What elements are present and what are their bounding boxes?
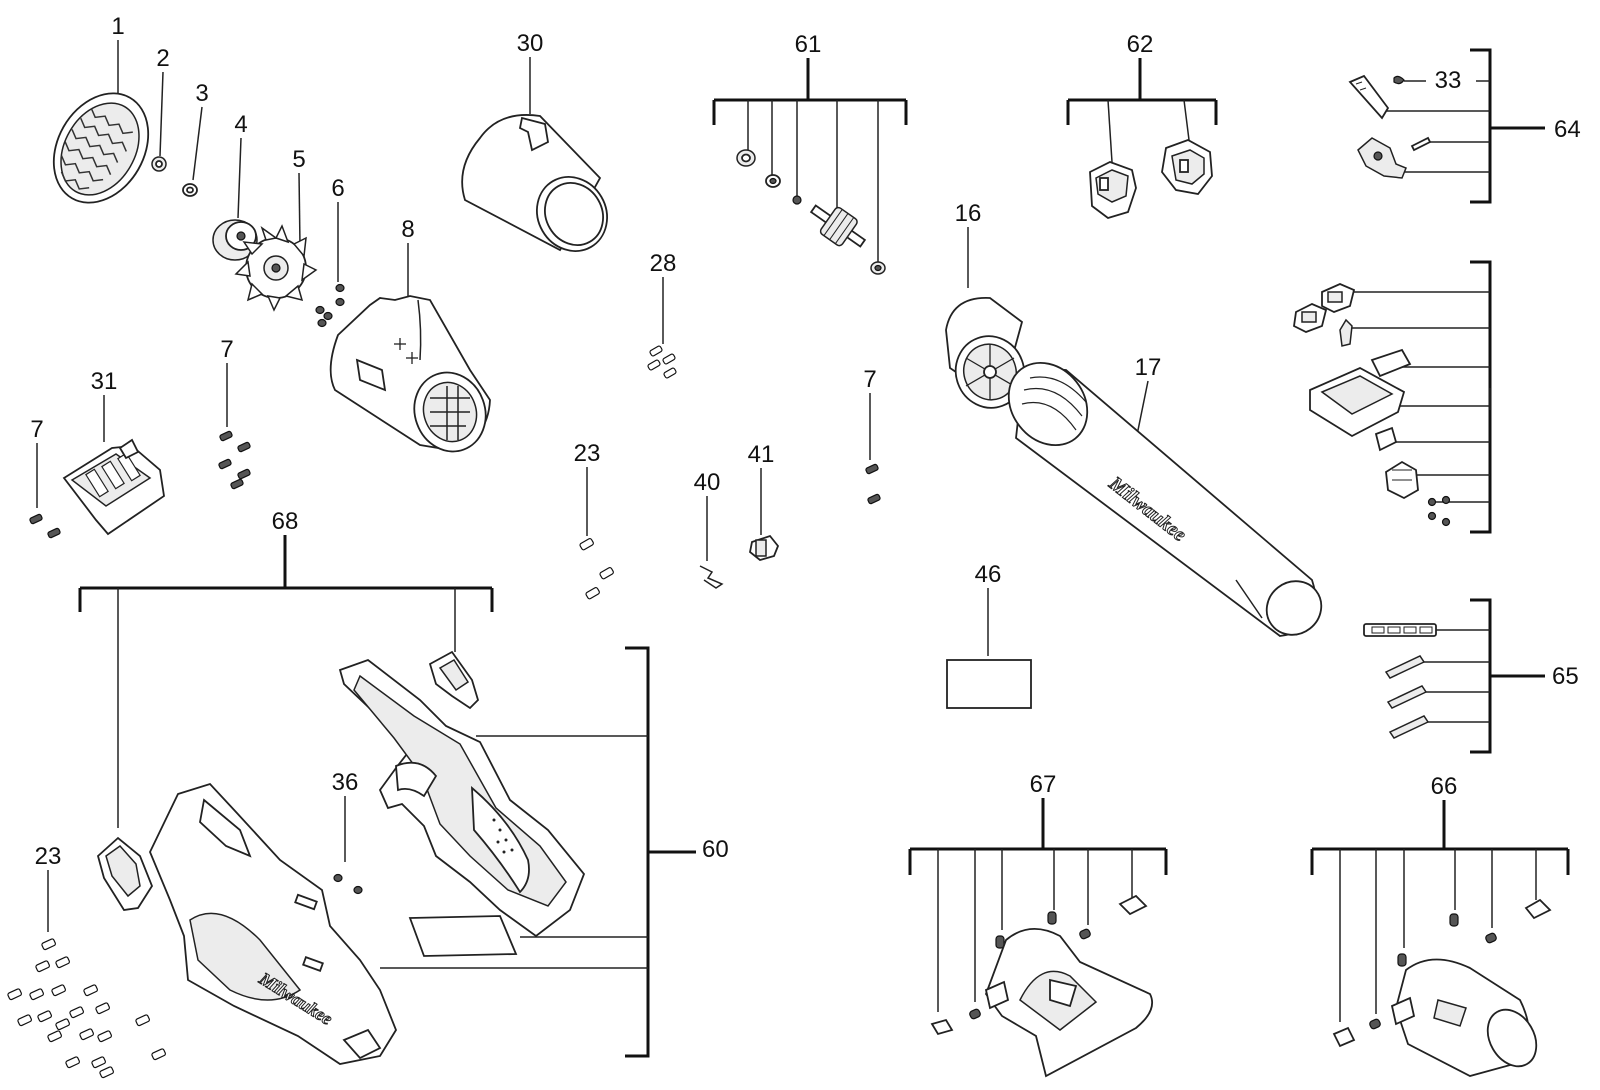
callout-64: 64: [1554, 116, 1581, 143]
part-60-label: [408, 915, 518, 957]
bracket-67: [908, 798, 1168, 1012]
bracket-64: [1385, 48, 1545, 204]
callout-6: 6: [331, 175, 344, 202]
callout-66: 66: [1431, 773, 1458, 800]
part-65-strips: [1363, 623, 1437, 739]
part-41-lever: [749, 534, 780, 561]
callout-41: 41: [748, 441, 775, 468]
part-23-screws-b: [7, 938, 166, 1079]
part-31-terminal-block: [62, 438, 165, 536]
part-8-fan-housing: [329, 295, 491, 453]
callout-23-a: 23: [574, 440, 601, 467]
callout-2: 2: [156, 45, 169, 72]
leader-lines: [36, 40, 1149, 932]
callout-3: 3: [195, 80, 208, 107]
part-switch-group: [1293, 283, 1451, 527]
callout-62: 62: [1127, 31, 1154, 58]
part-36-screws: [333, 873, 363, 895]
callout-46: 46: [975, 561, 1002, 588]
part-5-fan-impeller: [234, 224, 318, 312]
callout-8: 8: [401, 216, 414, 243]
bracket-61: [712, 58, 908, 262]
bracket-66: [1310, 800, 1570, 1022]
part-61-motor-components: [736, 149, 886, 275]
part-2-nut: [151, 156, 167, 172]
callout-65: 65: [1552, 663, 1579, 690]
part-6-screws: [315, 283, 345, 328]
part-67-flat-nozzle-kit: [930, 894, 1154, 1078]
part-28-screws: [647, 345, 677, 379]
callout-61: 61: [795, 31, 822, 58]
part-16-inlet-guard: [945, 297, 1026, 409]
part-60-housing-half-left: Milwaukee: [149, 782, 398, 1065]
part-62-motor-housing: [1089, 139, 1213, 219]
callout-labels: 1 2 3 4 5 6 8 7 31 7 30 28 23 40 41 61 7…: [30, 13, 1580, 870]
callout-4: 4: [234, 111, 247, 138]
part-40-spring: [699, 565, 724, 589]
callout-60: 60: [702, 836, 729, 863]
part-64-trigger-assembly: [1348, 74, 1432, 179]
callout-68: 68: [272, 508, 299, 535]
bracket-switch-group: [1334, 260, 1492, 534]
callout-33: 33: [1435, 67, 1462, 94]
part-23-screws-a: [579, 538, 614, 600]
callout-17: 17: [1135, 354, 1162, 381]
part-68-switch-cover-left: [96, 836, 154, 911]
part-46-label: [946, 659, 1032, 709]
callout-30: 30: [517, 30, 544, 57]
callout-28: 28: [650, 250, 677, 277]
callout-7-a: 7: [220, 336, 233, 363]
callout-40: 40: [694, 469, 721, 496]
callout-16: 16: [955, 200, 982, 227]
bracket-60: [380, 646, 696, 1058]
part-66-round-nozzle-kit: [1332, 898, 1552, 1077]
callout-7-c: 7: [863, 366, 876, 393]
part-7-screws-b: [29, 513, 61, 539]
callout-67: 67: [1030, 771, 1057, 798]
part-1-filter-screen: [52, 92, 150, 204]
part-30-sleeve: [461, 114, 608, 252]
part-7-screws-c: [865, 463, 881, 505]
part-7-screws-a: [218, 430, 251, 490]
callout-23-b: 23: [35, 843, 62, 870]
callout-1: 1: [111, 13, 124, 40]
callout-7-b: 7: [30, 416, 43, 443]
part-60-housing-half-right: [338, 658, 586, 938]
part-68-switch-cover-top: [428, 650, 480, 710]
callout-31: 31: [91, 368, 118, 395]
callout-36: 36: [332, 769, 359, 796]
bracket-62: [1066, 58, 1218, 163]
part-17-blower-tube: Milwaukee: [1007, 361, 1323, 637]
callout-5: 5: [292, 146, 305, 173]
bracket-68: [78, 535, 494, 828]
part-3-washer: [182, 183, 198, 197]
